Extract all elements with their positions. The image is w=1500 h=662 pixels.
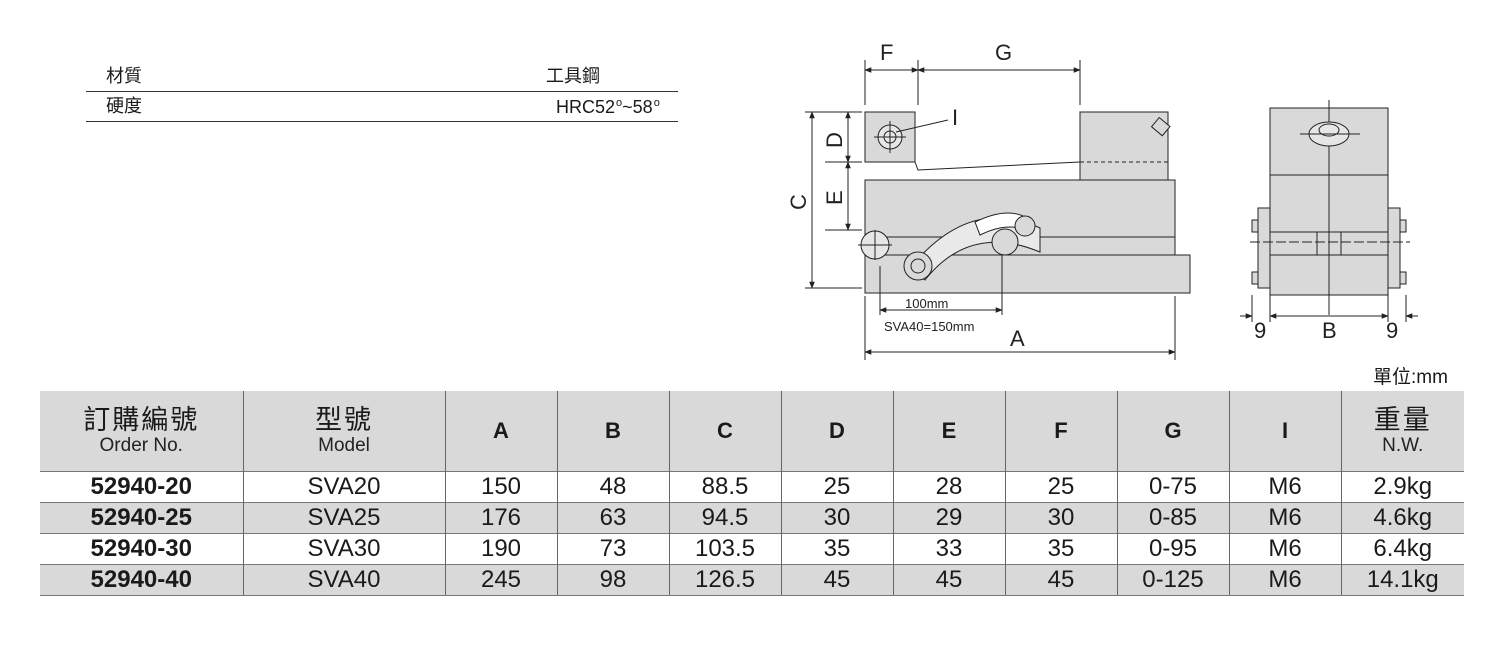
table-row: 52940-20 SVA20 150 48 88.5 25 28 25 0-75… (40, 471, 1464, 503)
cell-d: 25 (780, 471, 893, 503)
cell-model: SVA40 (242, 564, 445, 596)
dim-label-f: F (880, 40, 893, 65)
cell-weight: 14.1kg (1340, 564, 1464, 596)
cell-b: 98 (556, 564, 669, 596)
cell-e: 45 (892, 564, 1005, 596)
spec-row-material: 材質 工具鋼 (86, 62, 678, 92)
dim-note-100mm: 100mm (905, 296, 948, 311)
cell-f: 25 (1004, 471, 1117, 503)
spec-label: 材質 (106, 66, 142, 86)
unit-label: 單位:mm (1373, 367, 1448, 388)
spec-row-hardness: 硬度 HRC52o~58o (86, 92, 678, 122)
cell-c: 88.5 (668, 471, 781, 503)
cell-weight: 6.4kg (1340, 533, 1464, 565)
cell-a: 190 (444, 533, 557, 565)
cell-g: 0-85 (1116, 502, 1229, 534)
dim-label-margin-left: 9 (1254, 318, 1266, 343)
cell-model: SVA20 (242, 471, 445, 503)
header-f: F (1004, 391, 1117, 472)
cell-i: M6 (1228, 471, 1341, 503)
cell-a: 245 (444, 564, 557, 596)
table-row: 52940-25 SVA25 176 63 94.5 30 29 30 0-85… (40, 502, 1464, 534)
cell-f: 30 (1004, 502, 1117, 534)
dim-label-a: A (1010, 326, 1025, 351)
dim-label-margin-right: 9 (1386, 318, 1398, 343)
vise-side-view (858, 111, 1191, 294)
header-d: D (780, 391, 893, 472)
cell-e: 33 (892, 533, 1005, 565)
cell-g: 0-125 (1116, 564, 1229, 596)
spec-value: HRC52o~58o (556, 97, 660, 117)
cell-c: 126.5 (668, 564, 781, 596)
cell-d: 30 (780, 502, 893, 534)
cell-f: 45 (1004, 564, 1117, 596)
vise-front-view (1250, 100, 1410, 315)
dim-note-sva40: SVA40=150mm (884, 319, 974, 334)
cell-d: 45 (780, 564, 893, 596)
header-i: I (1228, 391, 1341, 472)
cell-order-no: 52940-30 (40, 533, 243, 565)
cell-b: 73 (556, 533, 669, 565)
material-spec-table: 材質 工具鋼 硬度 HRC52o~58o (86, 62, 678, 122)
cell-weight: 2.9kg (1340, 471, 1464, 503)
spec-value: 工具鋼 (546, 66, 600, 86)
dimension-lines (805, 60, 1418, 360)
cell-c: 103.5 (668, 533, 781, 565)
cell-c: 94.5 (668, 502, 781, 534)
dim-label-g: G (995, 40, 1012, 65)
cell-a: 176 (444, 502, 557, 534)
cell-model: SVA25 (242, 502, 445, 534)
header-g: G (1116, 391, 1229, 472)
cell-b: 63 (556, 502, 669, 534)
cell-i: M6 (1228, 502, 1341, 534)
header-c: C (668, 391, 781, 472)
table-row: 52940-30 SVA30 190 73 103.5 35 33 35 0-9… (40, 533, 1464, 565)
spec-label: 硬度 (106, 96, 142, 116)
vise-technical-drawing: F G I D C E A B 9 9 100mm SVA40=150mm (786, 40, 1418, 360)
cell-g: 0-95 (1116, 533, 1229, 565)
cell-order-no: 52940-20 (40, 471, 243, 503)
header-e: E (892, 391, 1005, 472)
cell-d: 35 (780, 533, 893, 565)
cell-model: SVA30 (242, 533, 445, 565)
cell-i: M6 (1228, 533, 1341, 565)
cell-a: 150 (444, 471, 557, 503)
dim-label-c: C (786, 194, 811, 210)
cell-order-no: 52940-25 (40, 502, 243, 534)
cell-g: 0-75 (1116, 471, 1229, 503)
cell-e: 28 (892, 471, 1005, 503)
dim-label-e: E (822, 190, 847, 205)
cell-weight: 4.6kg (1340, 502, 1464, 534)
cell-b: 48 (556, 471, 669, 503)
header-b: B (556, 391, 669, 472)
cell-f: 35 (1004, 533, 1117, 565)
dim-label-d: D (822, 132, 847, 148)
table-row: 52940-40 SVA40 245 98 126.5 45 45 45 0-1… (40, 564, 1464, 596)
dim-label-b: B (1322, 318, 1337, 343)
header-a: A (444, 391, 557, 472)
cell-i: M6 (1228, 564, 1341, 596)
dim-label-i: I (952, 105, 958, 130)
cell-e: 29 (892, 502, 1005, 534)
cell-order-no: 52940-40 (40, 564, 243, 596)
